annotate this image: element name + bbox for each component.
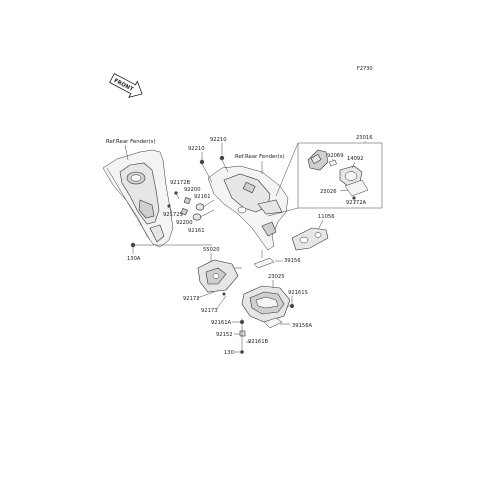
label-23025: 23025 [268,274,285,280]
grommet-92161-b [192,213,202,221]
label-92172: 92172 [183,296,200,302]
ref-rear-fender-left: Ref.Rear Fender(s) [106,139,156,145]
label-92210-a: 92210 [210,137,227,143]
label-39156: 39156 [284,258,301,264]
ref-rear-fender-right: Ref.Rear Fender(s) [235,154,285,160]
screw-92172S [167,204,173,213]
nut-92200-b [180,208,188,216]
reflector-bracket-55020 [197,259,239,293]
label-92069: 92069 [327,153,344,159]
leader-ref-left [124,144,129,161]
label-92152: 92152 [216,332,233,338]
label-92161A: 92161A [211,320,232,326]
label-92200-a: 92200 [184,187,201,193]
label-92161S: 92161S [288,290,308,296]
tail-lamp-23025 [241,285,291,323]
label-130A: 130A [127,256,141,262]
front-arrow-icon: FRONT [109,73,143,98]
lamp-lens-14092 [339,165,363,187]
bolt-92210-b [199,159,205,165]
label-92210-b: 92210 [188,146,205,152]
rear-fender-cover [102,149,174,248]
screw-92172B [174,191,180,200]
label-92161-b: 92161 [188,228,205,234]
label-39156A: 39156A [292,323,313,329]
label-11056: 11056 [318,214,335,220]
label-92161-a: 92161 [194,194,211,200]
screw-92161S [290,304,294,308]
label-55020: 55020 [203,247,220,253]
nut-92200-a [183,197,191,205]
label-23026: 23026 [320,189,337,195]
pad-39156 [253,257,275,269]
grommet-92161-a [195,203,205,211]
lamp-housing-23026 [344,179,369,197]
rear-fender-center [207,165,289,251]
bolt-130 [240,350,244,354]
bolt-92210-a [219,155,225,161]
label-92172S: 92172S [163,212,183,218]
license-lamp-socket [307,149,329,171]
label-92200-b: 92200 [176,220,193,226]
screw-92173 [222,292,226,296]
label-92172A: 92172A [346,200,367,206]
figure-code: F2730 [357,66,373,72]
screw-92172A [352,196,356,200]
label-130: 130 [224,350,234,356]
collar-92152 [239,330,246,337]
label-23016: 23016 [356,135,373,141]
label-92173: 92173 [201,308,218,314]
label-92161B: 92161B [248,339,269,345]
bulb-92069 [329,159,337,167]
bolt-130A [130,242,136,248]
label-14092: 14092 [347,156,364,162]
label-92172B: 92172B [170,180,191,186]
pad-39156A [263,317,283,329]
lamp-callout-box [267,142,383,217]
bracket-11056 [291,227,329,251]
